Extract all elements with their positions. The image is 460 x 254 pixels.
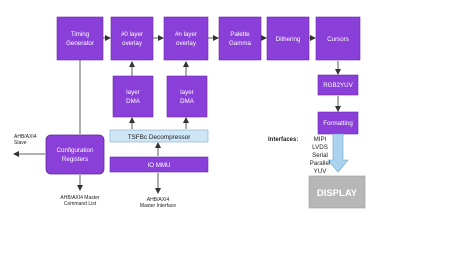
layer-dma-block-0: layer DMA <box>112 75 154 118</box>
dma0-label-2: DMA <box>126 98 141 105</box>
dithering-block: Dithering <box>266 16 310 61</box>
ahb-master-if-label-1: AHB/AXI4 <box>147 197 170 203</box>
palette-gamma-block: Palette Gamma <box>218 16 262 61</box>
display-box: DISPLAY <box>308 175 366 209</box>
display-label: DISPLAY <box>317 188 358 199</box>
timing-label-1: Timing <box>71 31 90 38</box>
interface-lvds: LVDS <box>312 144 328 151</box>
connectors <box>13 35 341 194</box>
layer0-overlay-block: #0 layer overlay <box>110 16 154 61</box>
config-label-1: Configuration <box>57 147 94 154</box>
ahb-cmd-label-2: Command List <box>64 201 97 207</box>
dman-label-2: DMA <box>180 98 195 105</box>
cursors-label: Cursors <box>327 36 349 43</box>
interfaces-arrow <box>327 133 349 173</box>
rgb2yuv-label: RGB2YUV <box>323 82 353 89</box>
interface-mipi: MIPI <box>314 136 327 143</box>
ahb-slave-label-2: Slave <box>14 140 27 146</box>
ahb-master-if-label-2: Master Interface <box>140 203 176 209</box>
ahb-cmd-label-1: AHB/AXI4 Master <box>60 195 100 201</box>
interfaces-title: Interfaces: <box>268 137 298 143</box>
rgb2yuv-block: RGB2YUV <box>317 74 359 96</box>
layern-overlay-block: #n layer overlay <box>163 16 209 61</box>
io-mmu-block: IO MMU <box>109 156 209 173</box>
formatting-label: Formatting <box>323 120 353 127</box>
palette-label-2: Gamma <box>229 40 252 47</box>
overlayn-label-2: overlay <box>176 40 197 47</box>
timing-generator-block: Timing Generator <box>56 16 104 61</box>
interface-yuv: YUV <box>314 168 328 175</box>
palette-label-1: Palette <box>230 31 250 38</box>
dma0-label-1: layer <box>126 89 139 96</box>
tsfbc-decompressor-block: TSFBc Decompressor <box>109 129 209 143</box>
overlay0-label-2: overlay <box>122 40 143 47</box>
layer-dma-block-n: layer DMA <box>166 75 208 118</box>
overlayn-label-1: #n layer <box>175 31 197 38</box>
timing-label-2: Generator <box>66 40 94 47</box>
ahb-slave-label-1: AHB/AXI4 <box>14 134 37 140</box>
overlay0-label-1: #0 layer <box>121 31 143 38</box>
iommu-label: IO MMU <box>147 162 170 169</box>
config-label-2: Registers <box>62 156 88 163</box>
formatting-block: Formatting <box>317 111 359 135</box>
dman-label-1: layer <box>180 89 193 96</box>
interface-serial: Serial <box>312 152 328 159</box>
interface-parallel: Parallel <box>310 160 331 167</box>
tsfbc-label: TSFBc Decompressor <box>128 134 192 141</box>
dithering-label: Dithering <box>276 36 301 43</box>
configuration-registers-block: Configuration Registers <box>45 134 105 175</box>
cursors-block: Cursors <box>315 16 361 61</box>
